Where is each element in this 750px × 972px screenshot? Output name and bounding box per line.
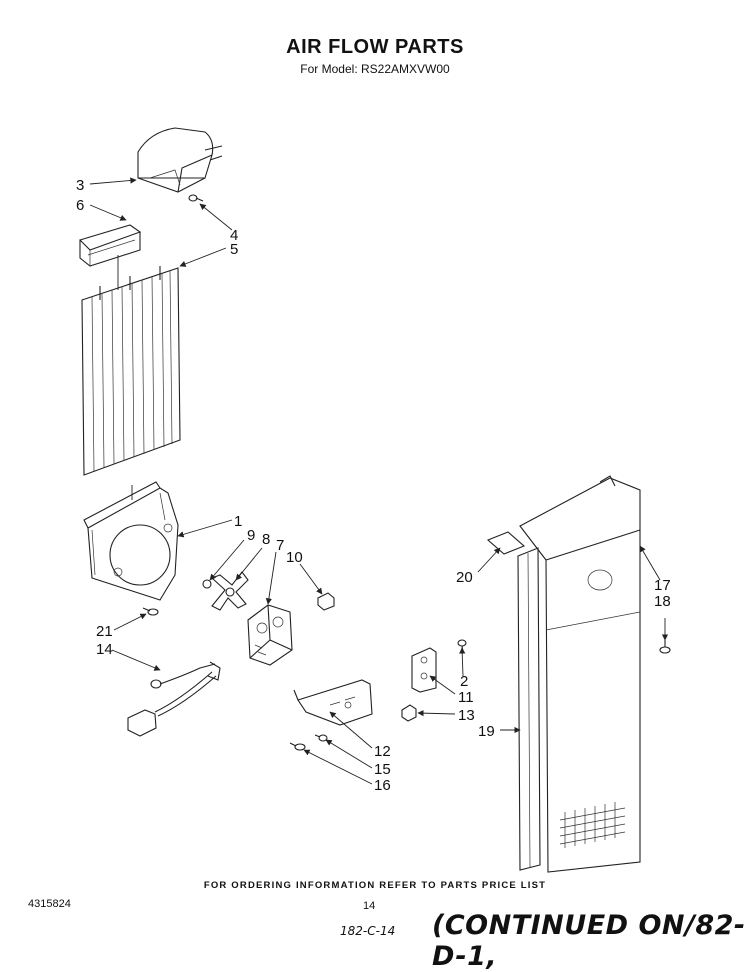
rear-panel-part-17 — [519, 475, 641, 873]
grommet-part-10 — [317, 592, 335, 611]
callout-21: 21 — [96, 623, 113, 640]
callout-labels: 3 6 4 5 1 9 8 7 10 21 14 20 17 18 2 11 1… — [76, 177, 671, 794]
callout-19: 19 — [478, 723, 495, 740]
callout-5: 5 — [230, 241, 238, 258]
callout-15: 15 — [374, 761, 391, 778]
callout-7: 7 — [276, 537, 284, 554]
callout-20: 20 — [456, 569, 473, 586]
leader-lines — [89, 177, 669, 785]
grille-part-6 — [78, 224, 142, 267]
screw-part-16 — [289, 742, 306, 751]
screw-part-21 — [142, 607, 159, 616]
clip-part-13 — [401, 704, 417, 722]
wire-harness-part-14 — [127, 661, 221, 737]
callout-8: 8 — [262, 531, 270, 548]
callout-17: 17 — [654, 577, 671, 594]
callout-9: 9 — [247, 527, 255, 544]
evaporator-cover-part-5 — [81, 255, 181, 476]
callout-16: 16 — [374, 777, 391, 794]
callout-18: 18 — [654, 593, 671, 610]
callout-12: 12 — [374, 743, 391, 760]
callout-10: 10 — [286, 549, 303, 566]
fan-blade-part-8 — [210, 571, 249, 611]
callout-4: 4 — [230, 227, 238, 244]
channel-part-19 — [517, 547, 541, 871]
callout-13: 13 — [458, 707, 475, 724]
ordering-info-note: FOR ORDERING INFORMATION REFER TO PARTS … — [203, 880, 547, 891]
model-subtitle: For Model: RS22AMXVW00 — [300, 62, 450, 76]
switch-bracket-part-11 — [411, 647, 437, 693]
handwritten-reference: 182-C-14 — [340, 924, 396, 938]
callout-3: 3 — [76, 177, 84, 194]
callout-14: 14 — [96, 641, 113, 658]
callout-11: 11 — [458, 689, 474, 706]
continued-on-note: (CONTINUED ON/82-D-1, — [432, 910, 746, 972]
page-title: AIR FLOW PARTS — [286, 36, 464, 58]
motor-bracket-part-12 — [293, 679, 373, 726]
air-duct-housing — [137, 127, 223, 193]
callout-2: 2 — [460, 673, 468, 690]
foam-strip-part-20 — [486, 531, 526, 555]
fan-shroud-part-1 — [83, 481, 179, 601]
screw-part-15 — [314, 734, 328, 742]
page-number: 14 — [363, 900, 376, 912]
callout-6: 6 — [76, 197, 84, 214]
screw-part-18 — [659, 640, 671, 654]
washer-part-9 — [202, 579, 212, 589]
document-number: 4315824 — [28, 898, 71, 910]
screw-part-4 — [188, 194, 204, 202]
callout-1: 1 — [234, 513, 242, 530]
fan-motor-part-7 — [247, 604, 293, 666]
